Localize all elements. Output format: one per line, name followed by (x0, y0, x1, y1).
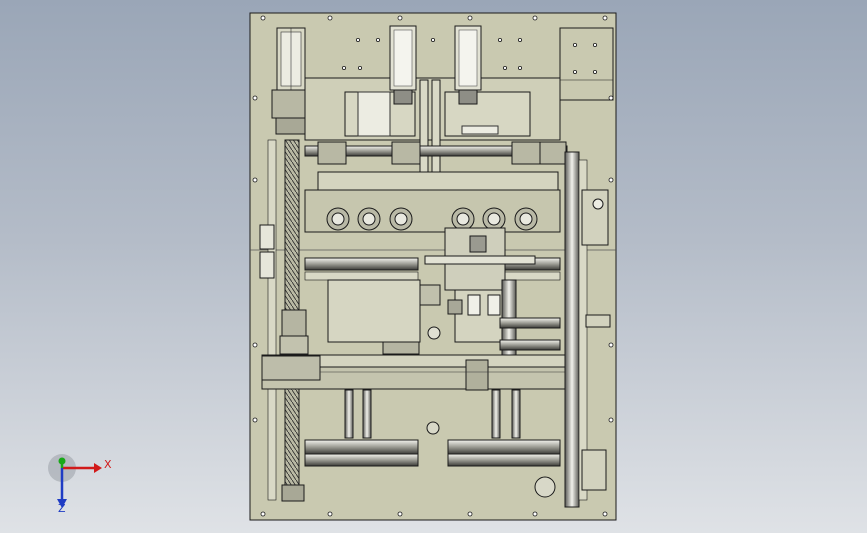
guide-rod-right-2 (511, 389, 521, 439)
right-vertical-rail (564, 151, 580, 508)
bottom-rail-left (304, 439, 419, 455)
mid-rail-left (304, 257, 419, 271)
guide-rod-left-2 (362, 389, 372, 439)
right-side-plate (559, 27, 614, 101)
bottom-rail-right (447, 439, 561, 455)
guide-rod-right (491, 389, 501, 439)
bearing-row (326, 207, 538, 231)
x-axis-label: X (104, 458, 112, 471)
left-lead-screw (284, 139, 300, 316)
coordinate-triad (48, 454, 102, 508)
upper-slide-rail (304, 145, 568, 157)
plate-bolt-holes (252, 15, 614, 517)
guide-rod-left (344, 389, 354, 439)
z-axis-label: Z (58, 502, 66, 515)
left-lead-screw-lower (284, 379, 300, 486)
motor-box (327, 279, 421, 343)
